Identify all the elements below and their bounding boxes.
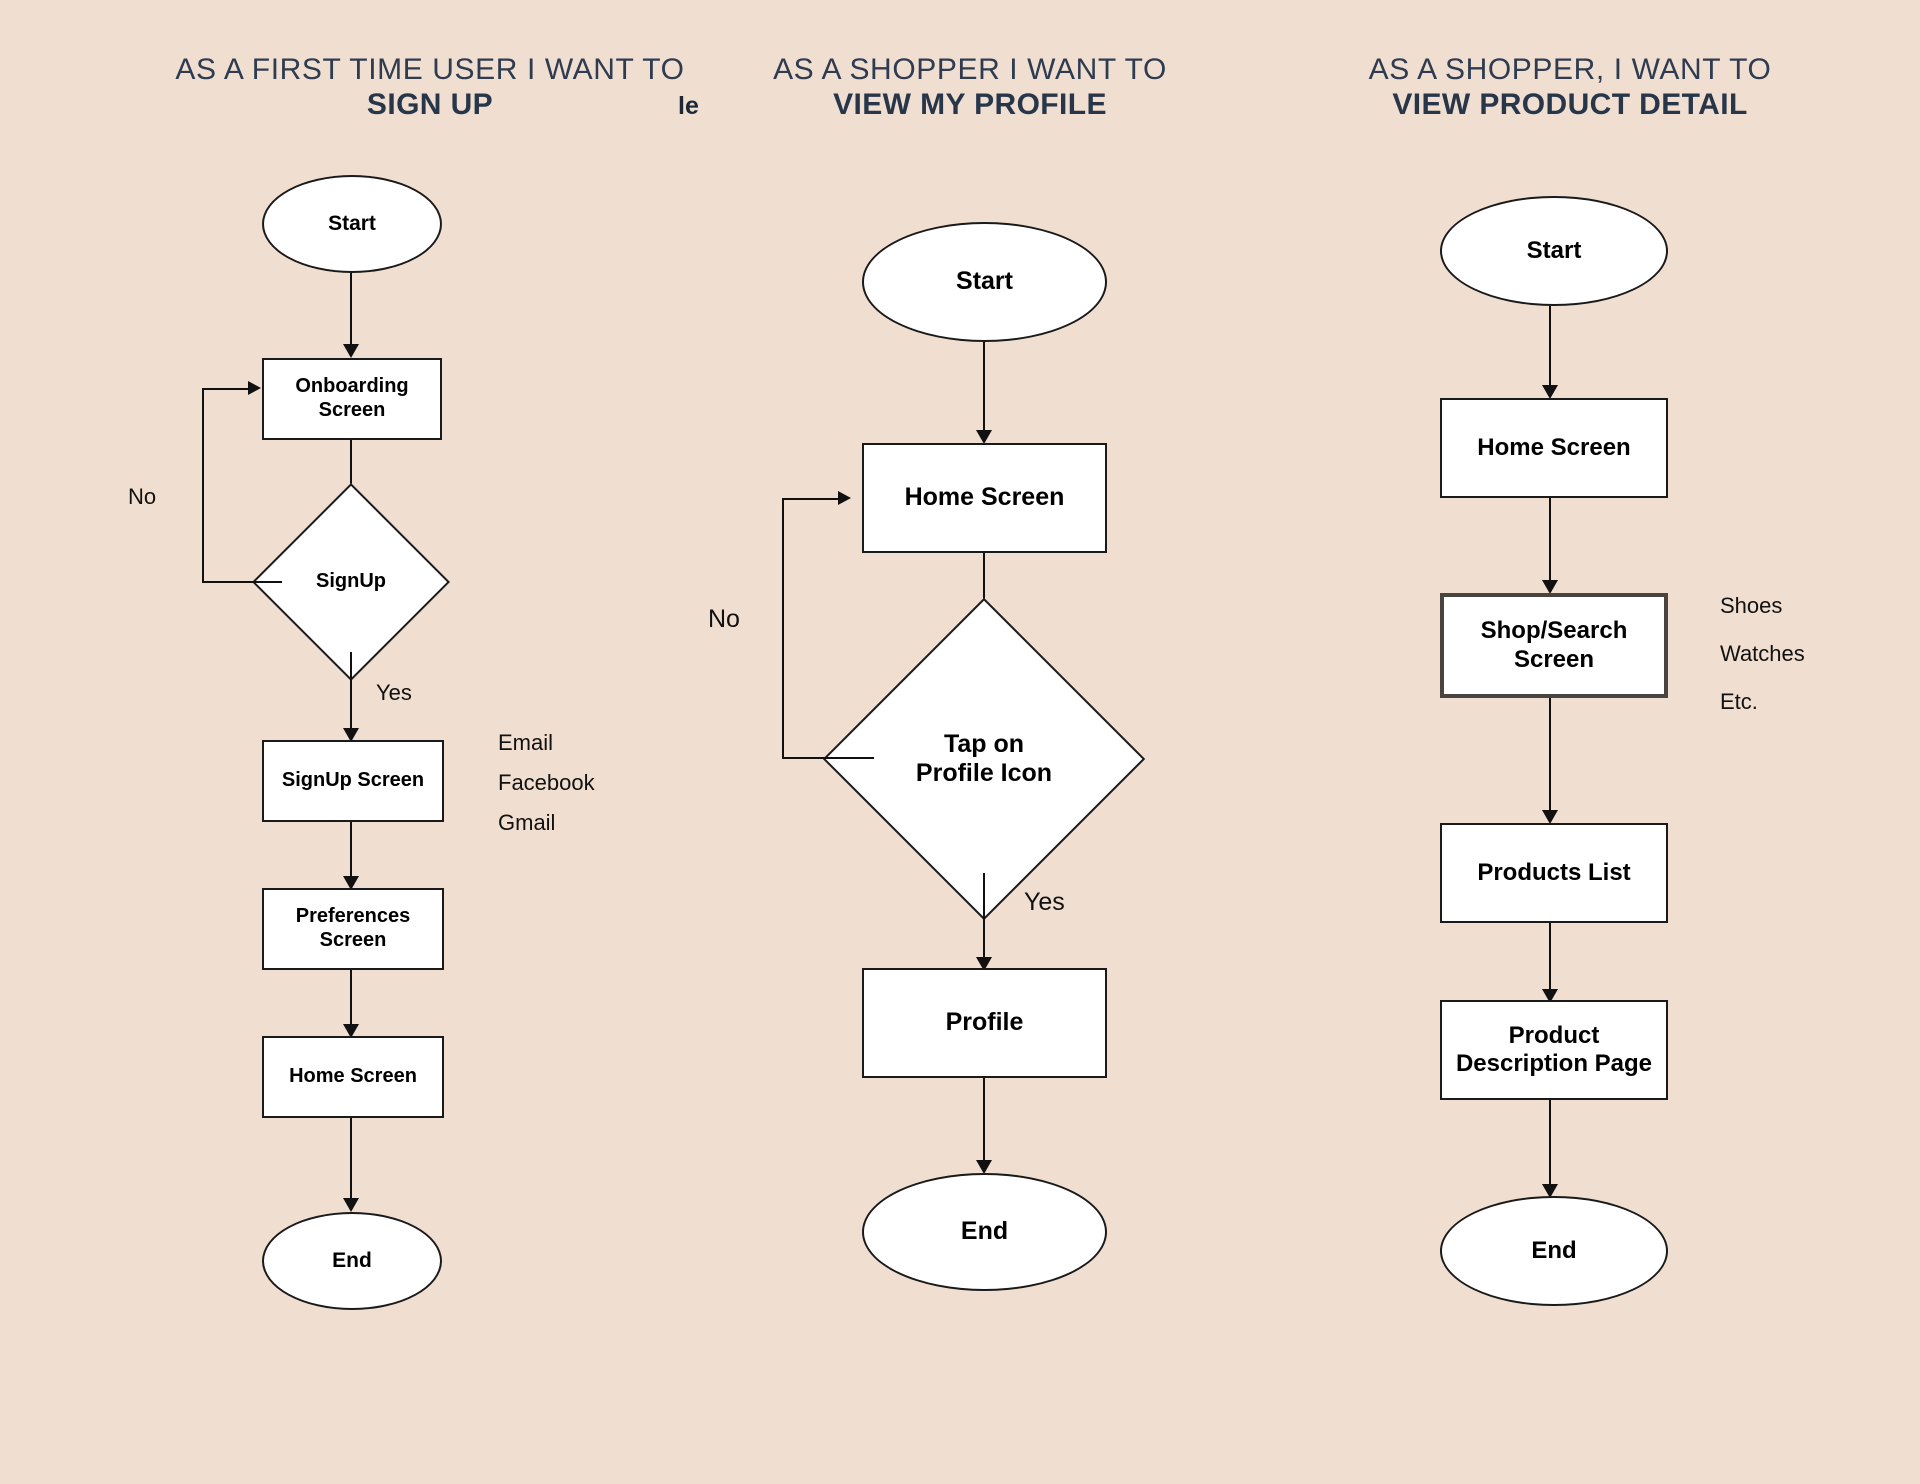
column-header-signup-line1: AS A FIRST TIME USER I WANT TO	[175, 53, 685, 86]
node-product-start[interactable]: Start	[1440, 196, 1668, 306]
side-note-signup-email: Email	[498, 730, 554, 755]
node-profile-profile-screen[interactable]: Profile	[862, 968, 1107, 1078]
edge-signup-no-segment-h-bottom	[202, 581, 282, 583]
edge-profile-yes	[983, 873, 985, 965]
edge-profile-to-end	[983, 1078, 985, 1168]
column-header-profile-line2: VIEW MY PROFILE	[833, 88, 1107, 122]
node-signup-end[interactable]: End	[262, 1212, 442, 1310]
edge-signup-no-segment-h-top	[202, 388, 250, 390]
node-product-home-screen-label: Home Screen	[1477, 433, 1631, 461]
node-signup-onboarding-screen-label: Onboarding Screen	[295, 375, 409, 421]
arrowhead-signup-yes	[343, 728, 359, 742]
arrowhead-product-shop-to-products-list	[1542, 810, 1558, 824]
column-header-profile: AS A SHOPPER I WANT TO VIEW MY PROFILE	[660, 52, 1280, 123]
edge-signup-screen-to-preferences	[350, 822, 352, 884]
side-note-signup-facebook: Facebook	[498, 770, 595, 795]
arrowhead-profile-to-end	[976, 1160, 992, 1174]
node-profile-profile-screen-label: Profile	[945, 1008, 1024, 1037]
node-product-products-list-label: Products List	[1477, 858, 1631, 886]
node-signup-home-screen[interactable]: Home Screen	[262, 1036, 444, 1118]
arrowhead-product-home-to-shop	[1542, 580, 1558, 594]
node-signup-preferences-screen[interactable]: Preferences Screen	[262, 888, 444, 970]
node-signup-screen[interactable]: SignUp Screen	[262, 740, 444, 822]
column-header-profile-line1: AS A SHOPPER I WANT TO	[773, 53, 1167, 86]
arrowhead-signup-preferences-to-home	[343, 1024, 359, 1038]
node-product-shop-search-screen-line2: Screen	[1513, 645, 1595, 673]
edge-label-profile-yes: Yes	[1024, 888, 1065, 916]
node-profile-decision[interactable]: Tap on Profile Icon	[822, 597, 1146, 921]
arrowhead-signup-start-to-onboarding	[343, 344, 359, 358]
node-product-end[interactable]: End	[1440, 1196, 1668, 1306]
edge-signup-preferences-to-home	[350, 970, 352, 1032]
edge-product-list-to-pdp	[1549, 923, 1551, 997]
edge-signup-yes	[350, 652, 352, 736]
side-note-product-etc: Etc.	[1720, 689, 1758, 714]
node-product-shop-search-screen-line1: Shop/Search	[1480, 617, 1628, 645]
column-header-product-detail-line2: VIEW PRODUCT DETAIL	[1392, 88, 1748, 122]
edge-product-pdp-to-end	[1549, 1100, 1551, 1192]
arrowhead-profile-start-to-home	[976, 430, 992, 444]
column-header-product-detail: AS A SHOPPER, I WANT TO VIEW PRODUCT DET…	[1250, 52, 1890, 123]
node-profile-end[interactable]: End	[862, 1173, 1107, 1291]
node-product-home-screen[interactable]: Home Screen	[1440, 398, 1668, 498]
node-profile-home-screen-label: Home Screen	[904, 483, 1065, 512]
node-product-description-page-line1: Product	[1508, 1021, 1600, 1049]
stray-text-fragment: le	[678, 92, 699, 120]
node-signup-screen-label: SignUp Screen	[281, 769, 425, 792]
node-profile-start[interactable]: Start	[862, 222, 1107, 342]
edge-product-shop-to-products-list	[1549, 698, 1551, 818]
arrowhead-signup-no-loop	[248, 381, 261, 395]
node-signup-onboarding-screen[interactable]: Onboarding Screen	[262, 358, 442, 440]
arrowhead-product-start-to-home	[1542, 385, 1558, 399]
column-header-signup-line2: SIGN UP	[366, 88, 494, 122]
edge-profile-start-to-home	[983, 342, 985, 438]
node-product-shop-search-screen[interactable]: Shop/Search Screen	[1440, 593, 1668, 698]
node-profile-home-screen[interactable]: Home Screen	[862, 443, 1107, 553]
edge-signup-onboarding-to-decision	[350, 440, 352, 506]
edge-product-home-to-shop	[1549, 498, 1551, 588]
side-note-product-shoes: Shoes	[1720, 593, 1783, 618]
node-signup-decision[interactable]: SignUp	[252, 483, 450, 681]
column-header-product-detail-line1: AS A SHOPPER, I WANT TO	[1368, 53, 1772, 86]
edge-profile-no-segment-h-top	[782, 498, 840, 500]
column-header-signup: AS A FIRST TIME USER I WANT TO SIGN UP	[120, 52, 740, 123]
node-signup-decision-label: SignUp	[316, 570, 386, 593]
side-note-signup-gmail: Gmail	[498, 810, 556, 835]
edge-signup-no-segment-v	[202, 388, 204, 582]
edge-signup-start-to-onboarding	[350, 273, 352, 351]
edge-product-start-to-home	[1549, 306, 1551, 393]
node-profile-decision-label: Tap on Profile Icon	[870, 645, 1098, 873]
node-product-description-page[interactable]: Product Description Page	[1440, 1000, 1668, 1100]
arrowhead-product-pdp-to-end	[1542, 1184, 1558, 1198]
edge-label-signup-no: No	[128, 484, 157, 509]
arrowhead-profile-yes	[976, 957, 992, 971]
arrowhead-product-list-to-pdp	[1542, 989, 1558, 1003]
edge-signup-home-to-end	[350, 1118, 352, 1206]
node-signup-home-screen-label: Home Screen	[289, 1065, 417, 1088]
node-signup-start[interactable]: Start	[262, 175, 442, 273]
node-product-products-list[interactable]: Products List	[1440, 823, 1668, 923]
edge-profile-home-to-decision	[983, 553, 985, 639]
arrowhead-profile-no-loop	[838, 491, 851, 505]
edge-label-signup-yes: Yes	[376, 680, 412, 705]
edge-profile-no-segment-v	[782, 498, 784, 758]
edge-label-profile-no: No	[708, 605, 740, 633]
node-product-description-page-line2: Description Page	[1455, 1050, 1653, 1077]
edge-profile-no-segment-h-bottom	[782, 757, 874, 759]
node-signup-preferences-screen-label: Preferences Screen	[295, 905, 411, 951]
side-note-product-watches: Watches	[1720, 641, 1805, 666]
arrowhead-signup-screen-to-preferences	[343, 876, 359, 890]
node-profile-decision-label-line2: Profile Icon	[915, 759, 1053, 787]
node-profile-decision-label-line1: Tap on	[943, 729, 1025, 758]
arrowhead-signup-home-to-end	[343, 1198, 359, 1212]
